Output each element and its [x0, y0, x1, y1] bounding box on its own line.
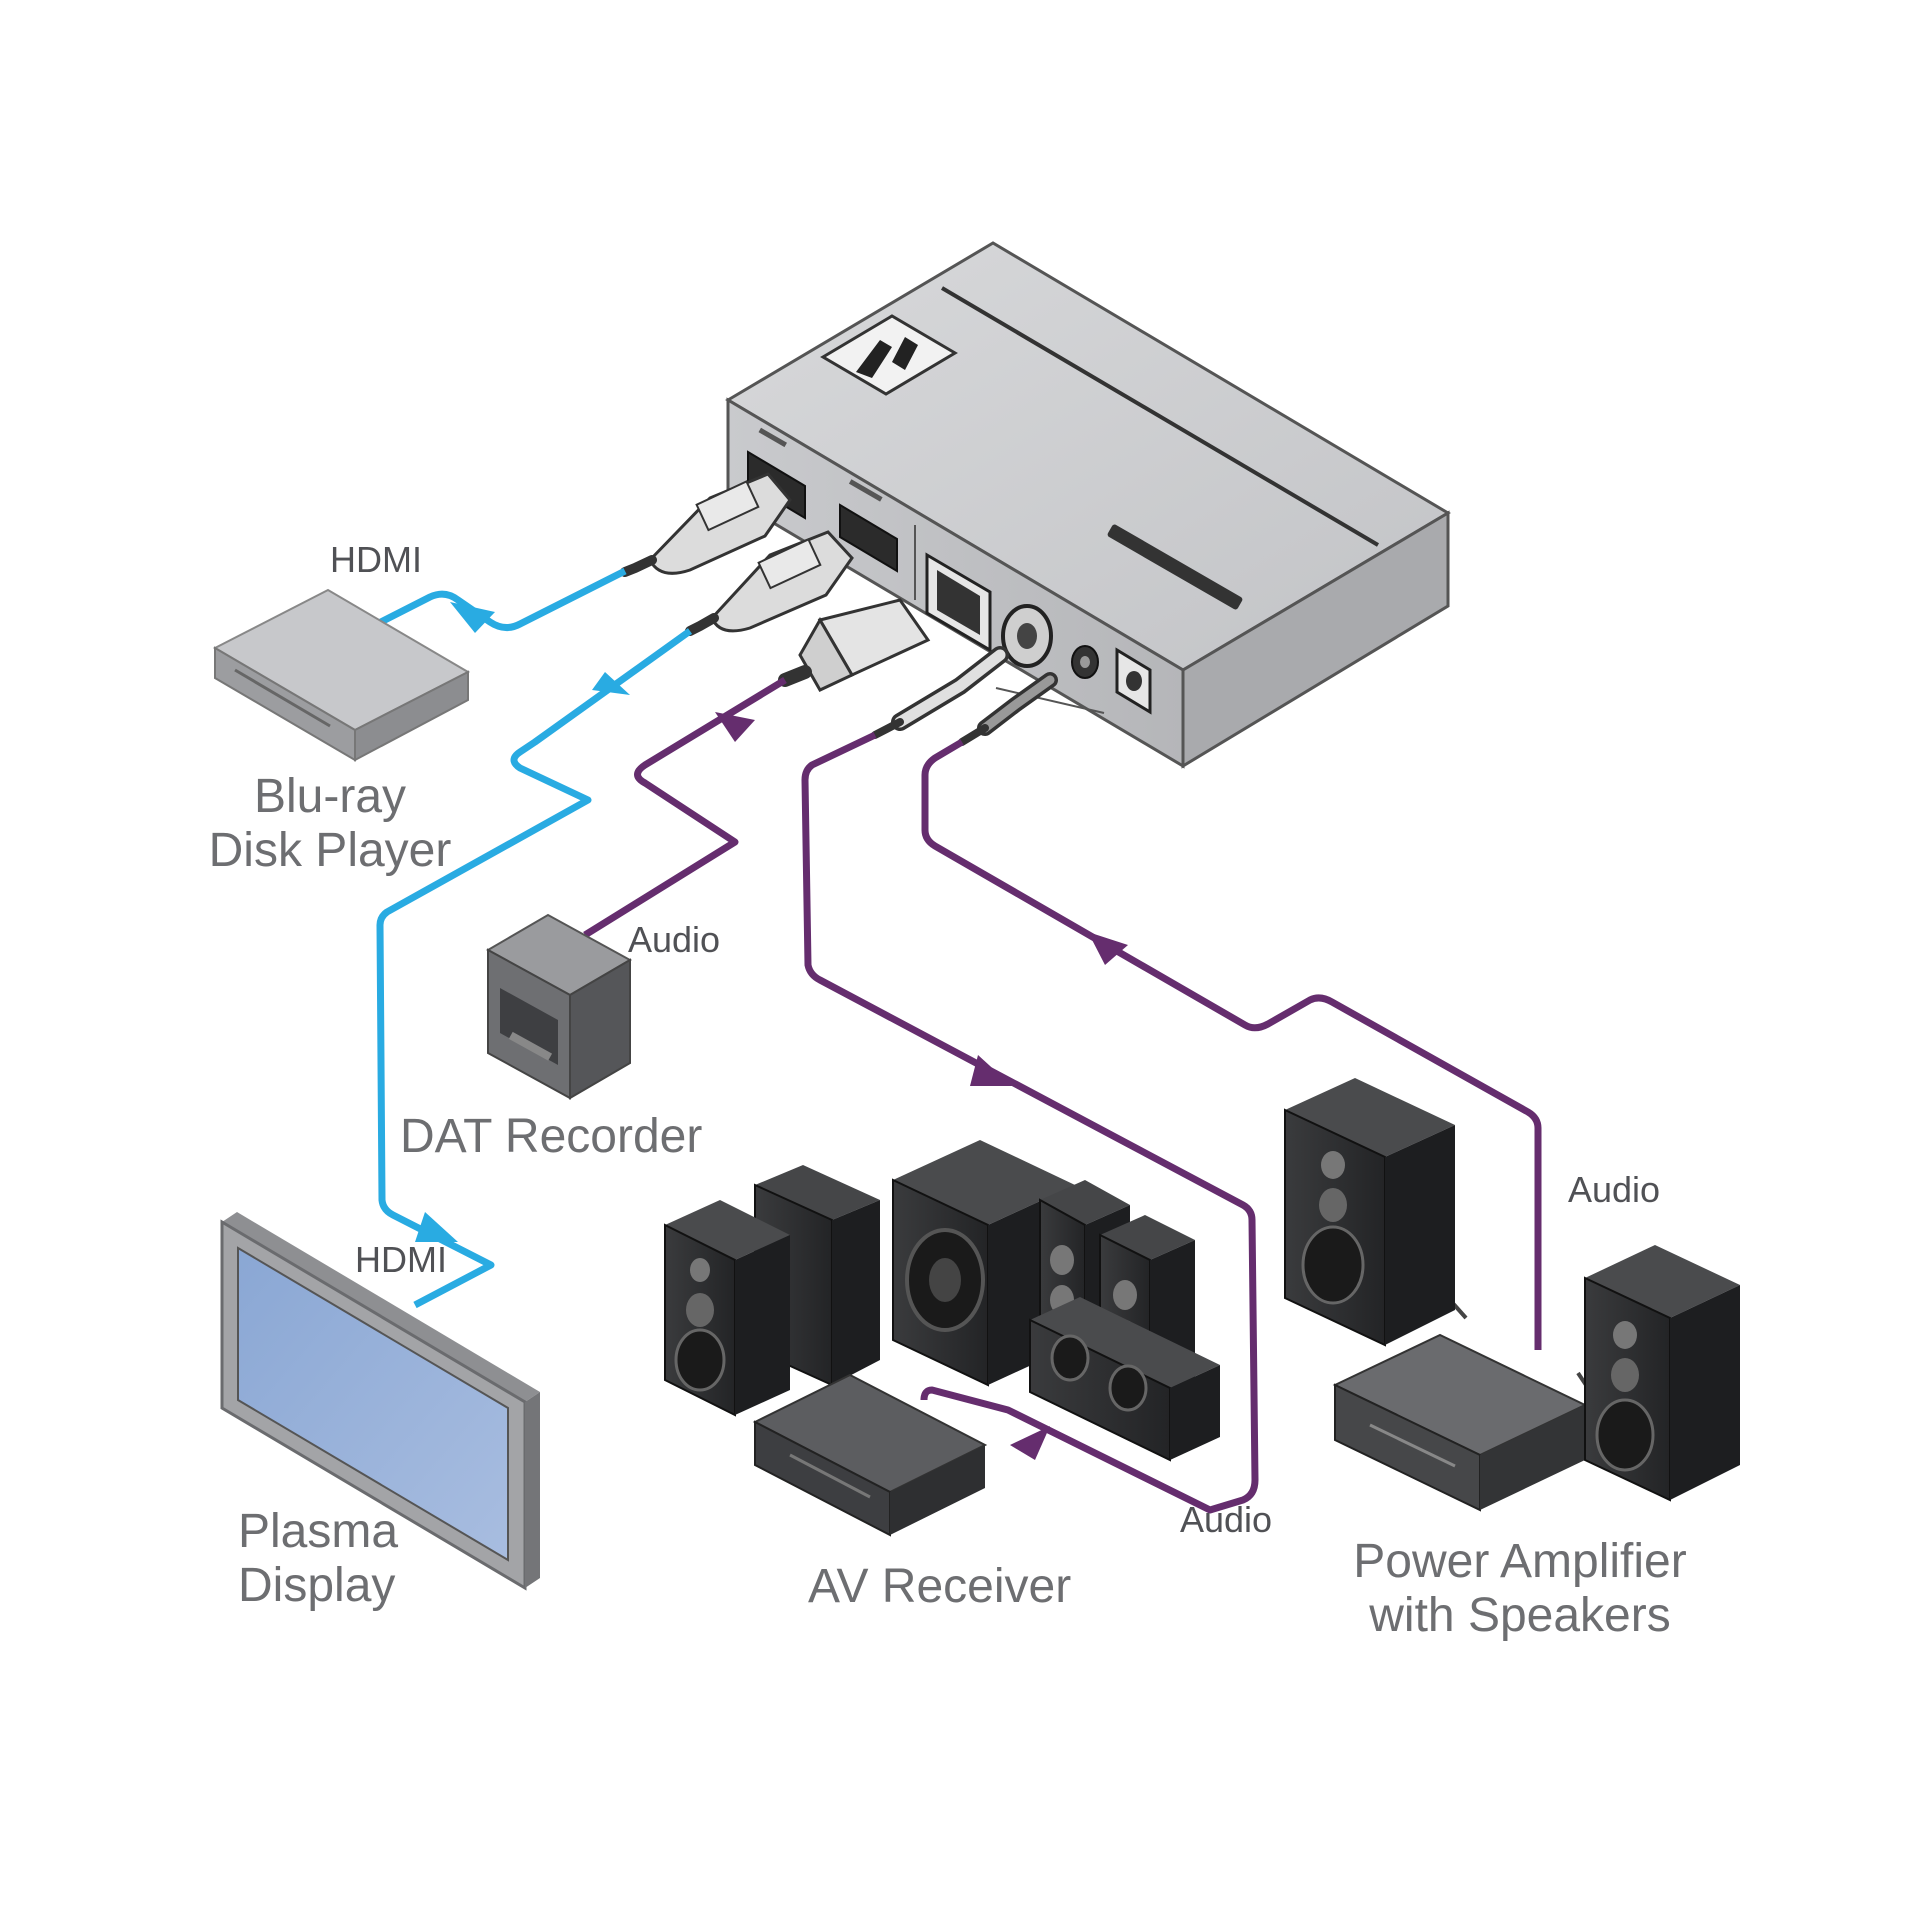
bluray-player: [212, 588, 471, 762]
label-bluray-line2: Disk Player: [208, 823, 452, 877]
cable-label-audio-amp: Audio: [1568, 1169, 1661, 1210]
label-power-amplifier: Power Amplifier with Speakers: [1320, 1535, 1720, 1643]
cable-label-audio-av: Audio: [1180, 1499, 1273, 1540]
label-plasma-line1: Plasma: [238, 1505, 399, 1558]
label-plasma-display: Plasma Display: [238, 1505, 398, 1613]
digitools-converter: [725, 241, 1451, 769]
audio-av-arrow-icon: [970, 1055, 1012, 1086]
label-plasma-line2: Display: [238, 1558, 396, 1612]
power-amplifier: [1332, 1333, 1588, 1512]
kramer-logo-icon: [820, 314, 958, 396]
coax-plug: [871, 646, 1009, 739]
cable-label-audio-dat: Audio: [628, 919, 721, 960]
audio-cable-dat: [583, 677, 787, 938]
label-av-receiver: AV Receiver: [808, 1560, 1072, 1613]
hdmi-out-port: [839, 479, 898, 573]
hdmi-cable-in: [373, 567, 627, 633]
hdmi-out-arrow-icon: [592, 672, 630, 695]
audio-cable-av: [801, 731, 1259, 1514]
hdmi-out-plug: [685, 530, 854, 636]
optical-out-port: [925, 552, 992, 653]
cable-label-hdmi-in: HDMI: [330, 539, 422, 580]
speaker-amp-left: [1284, 1078, 1455, 1347]
hdmi-display-arrow-icon: [415, 1212, 458, 1242]
audio-amp-arrow-icon: [1088, 932, 1128, 965]
analog-plug: [958, 672, 1058, 746]
label-dat-recorder: DAT Recorder: [400, 1110, 703, 1163]
optical-plug: [778, 598, 931, 692]
power-dc-port: [1115, 647, 1152, 715]
dat-recorder: [485, 913, 633, 1100]
label-bluray-player: Blu-ray Disk Player: [200, 770, 460, 878]
plasma-display: [220, 1212, 540, 1591]
label-amp-line1: Power Amplifier: [1353, 1535, 1687, 1588]
hdmi-in-plug: [620, 472, 792, 577]
cable-label-hdmi-out: HDMI: [355, 1239, 447, 1280]
hdmi-cable-out: [376, 628, 693, 1309]
coax-out-port: [1001, 604, 1053, 668]
label-amp-line2: with Speakers: [1369, 1588, 1671, 1642]
av-receiver: [752, 1373, 988, 1537]
audio-cable-amp: [921, 738, 1542, 1350]
label-bluray-line1: Blu-ray: [253, 770, 407, 823]
av-speaker-set: [664, 1140, 1220, 1462]
speaker-front-left: [664, 1200, 790, 1417]
speaker-amp-right: [1584, 1245, 1740, 1502]
audio-av-return-arrow-icon: [1010, 1426, 1050, 1460]
audio-dat-arrow-icon: [715, 712, 755, 742]
speaker-center: [1029, 1297, 1220, 1462]
hdmi-in-arrow-icon: [450, 602, 495, 633]
analog-out-jack: [1071, 645, 1099, 679]
power-amp-set: [1284, 1078, 1740, 1512]
digitools-brand-mark: [1107, 524, 1243, 610]
